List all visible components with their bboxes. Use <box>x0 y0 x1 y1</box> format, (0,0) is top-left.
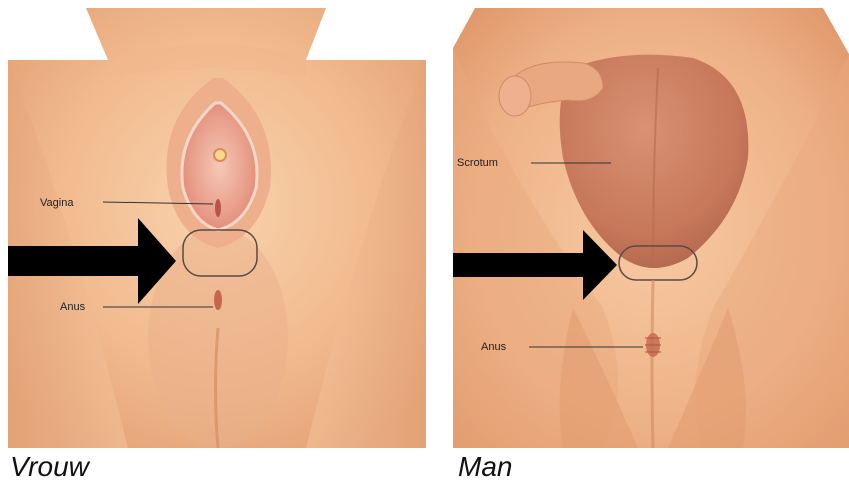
female-vaginal-opening <box>215 199 221 217</box>
vagina-label: Vagina <box>40 197 74 209</box>
female-top-notch-right <box>306 8 426 60</box>
male-gluteal-cleft <box>652 280 653 448</box>
scrotum-label: Scrotum <box>457 157 498 169</box>
male-anatomy-panel: Scrotum Anus <box>453 8 849 448</box>
female-anatomy-illustration: Vagina Anus <box>8 8 426 448</box>
male-glans <box>499 76 531 116</box>
anus-label-female: Anus <box>60 301 86 313</box>
male-anatomy-illustration: Scrotum Anus <box>453 8 849 448</box>
female-anus <box>214 290 222 310</box>
female-anatomy-panel: Vagina Anus <box>8 8 426 448</box>
male-caption: Man <box>458 451 512 483</box>
female-urethral-opening <box>214 149 226 161</box>
female-caption: Vrouw <box>10 451 89 483</box>
anus-label-male: Anus <box>481 341 507 353</box>
